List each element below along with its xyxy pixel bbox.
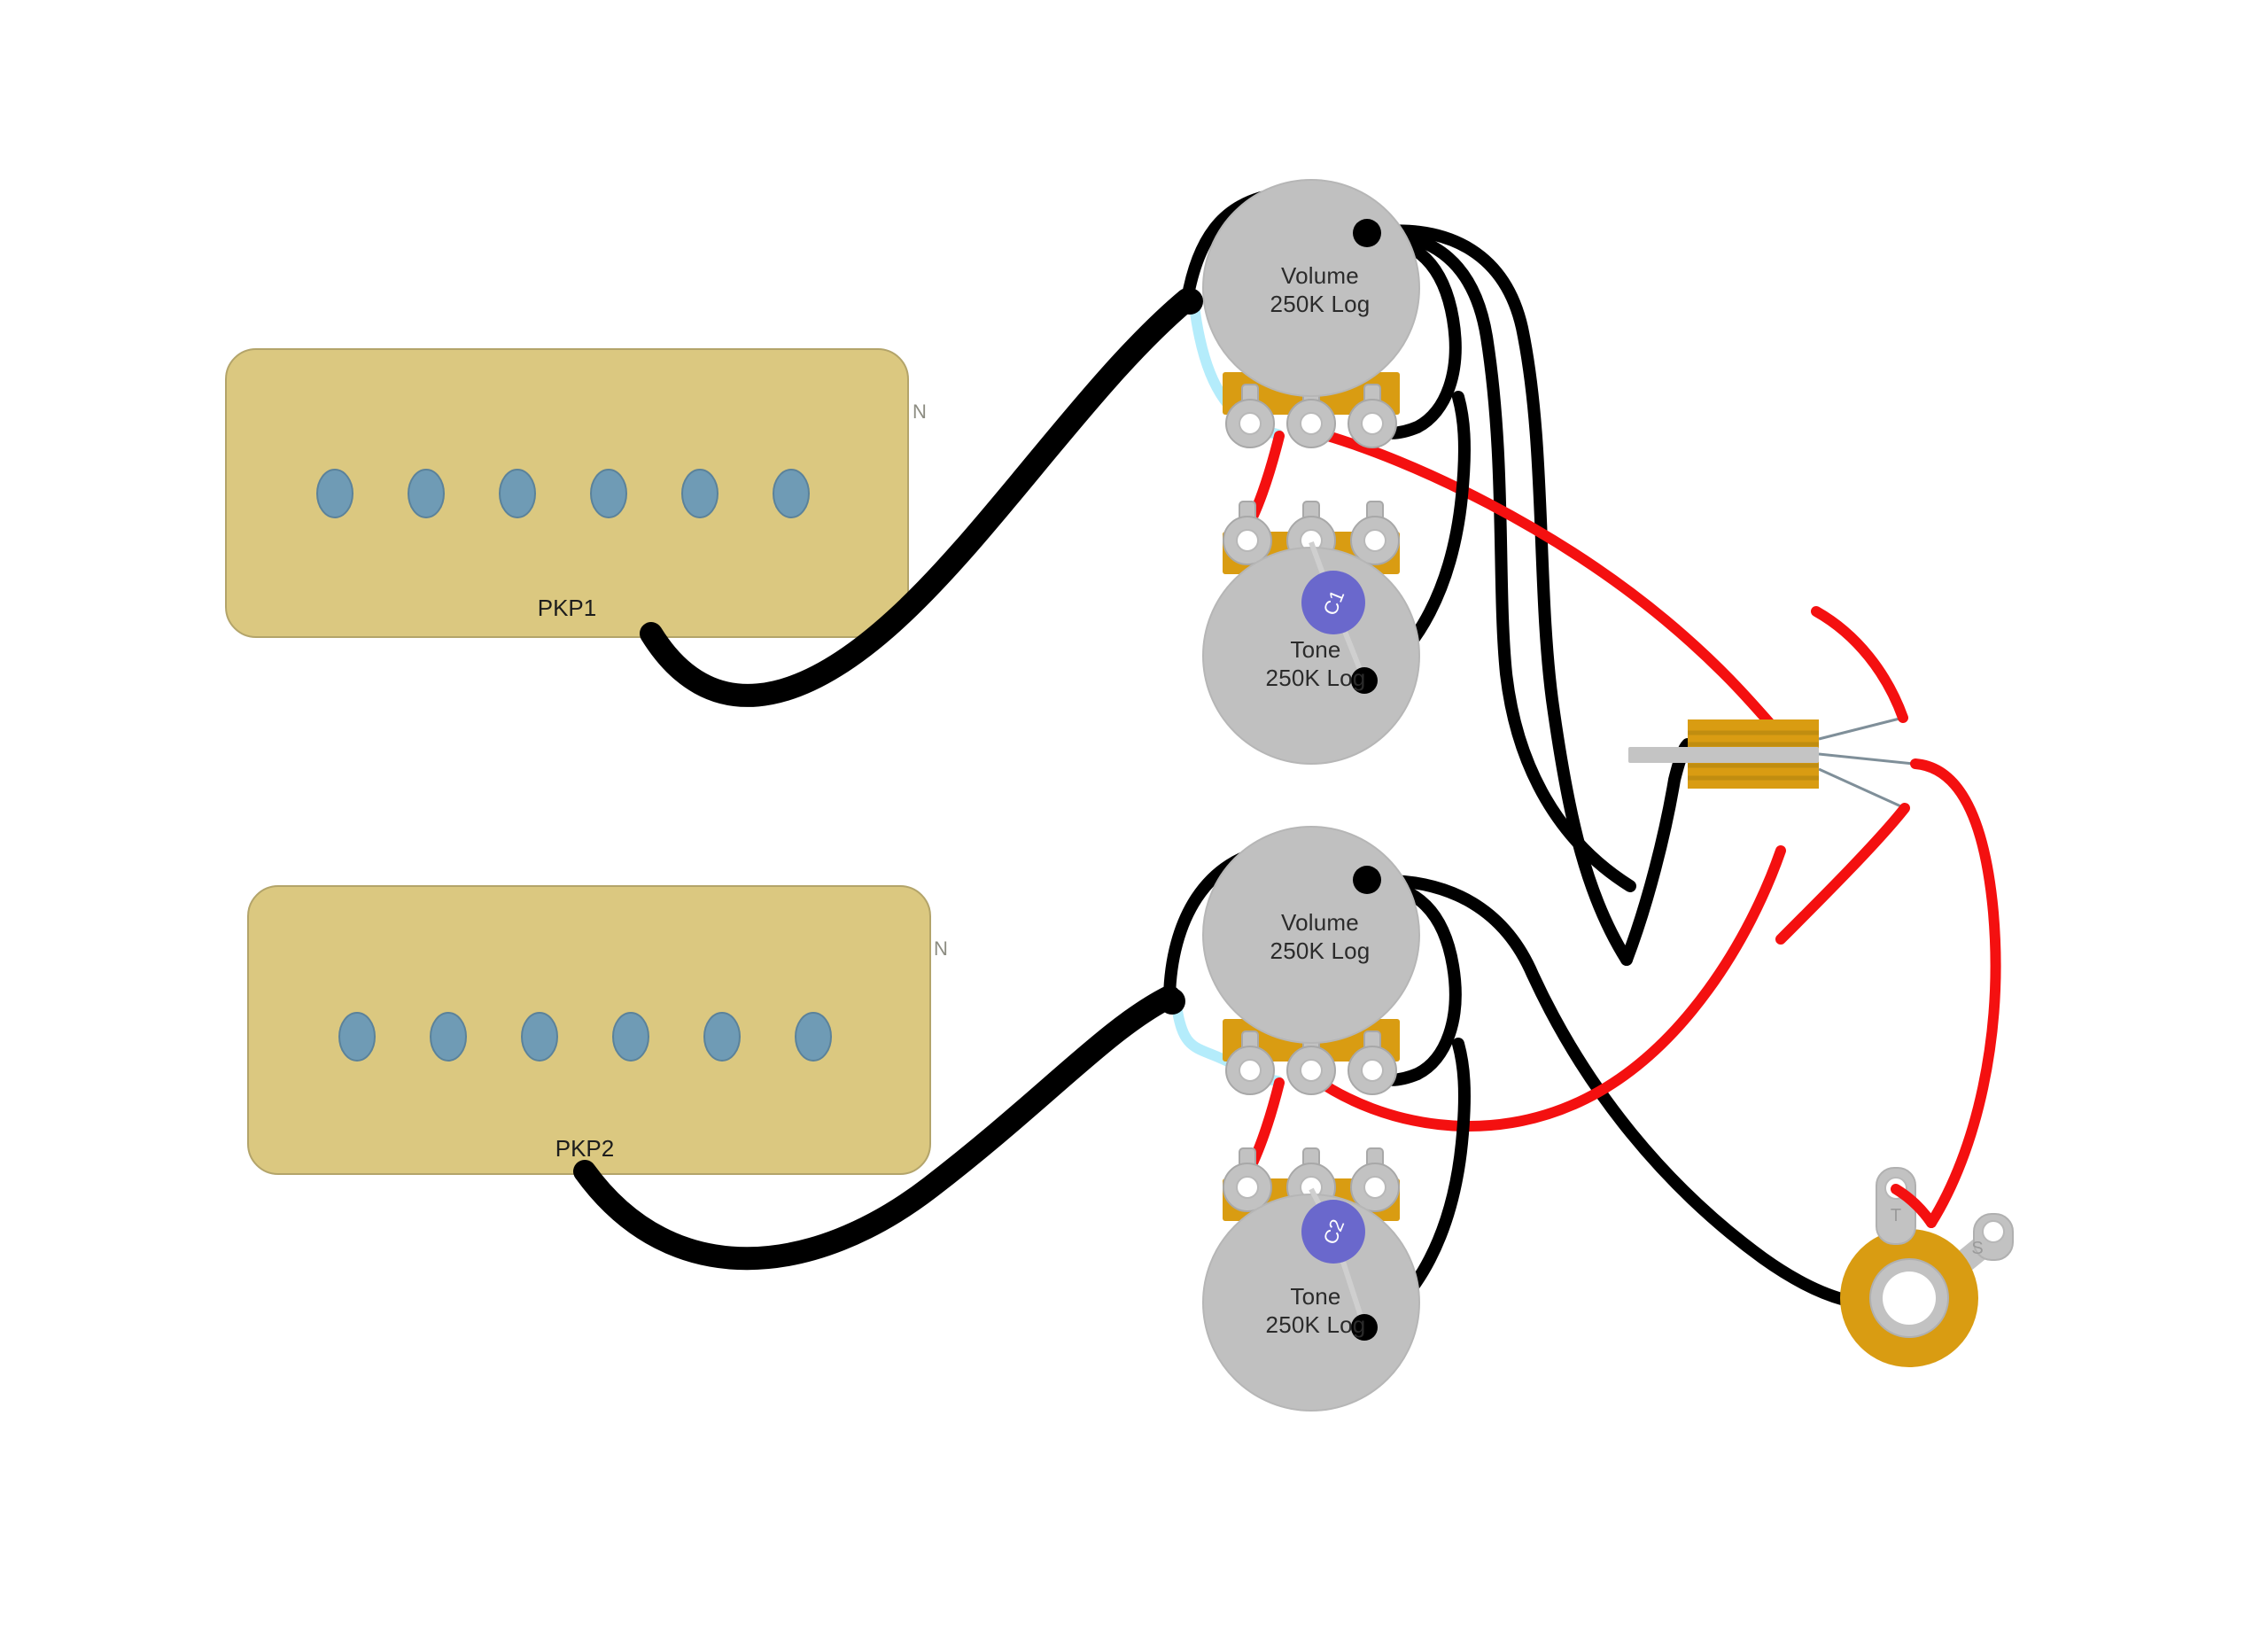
toggle-switch[interactable] bbox=[1628, 719, 1819, 789]
solder-joint-tone2 bbox=[1351, 1314, 1378, 1341]
pickup-pkp2[interactable]: PKP2 N bbox=[247, 885, 948, 1175]
pickup-polarity-marker-pkp1: N bbox=[913, 401, 927, 423]
solder-joint-tone1 bbox=[1351, 667, 1378, 694]
jack-hole bbox=[1883, 1272, 1936, 1325]
pickup-polarity-marker-pkp2: N bbox=[934, 937, 948, 960]
pot-lug-1[interactable] bbox=[1223, 1147, 1272, 1212]
pot-function-label: Volume bbox=[1281, 909, 1359, 936]
solder-joint-pkp2-braid bbox=[1159, 988, 1185, 1015]
pot-volume-2[interactable]: Volume 250K Log bbox=[1202, 826, 1420, 1095]
wire-pkp1-lead bbox=[640, 288, 1199, 707]
capacitor-c2[interactable] bbox=[1301, 1200, 1365, 1264]
wire-vol2-wiper-to-switch bbox=[1310, 845, 1786, 1132]
pot-value-label: 250K Log bbox=[1266, 1311, 1366, 1338]
output-jack[interactable]: T S bbox=[1840, 1167, 2014, 1367]
pickup-pkp1[interactable]: PKP1 N bbox=[225, 348, 927, 638]
jack-terminal-sleeve[interactable]: S bbox=[1971, 1213, 2014, 1261]
pot-value-label: 250K Log bbox=[1266, 665, 1366, 691]
pot-value-label: 250K Log bbox=[1270, 937, 1371, 964]
pot-function-label: Volume bbox=[1281, 262, 1359, 289]
switch-terminal-leads bbox=[1818, 716, 1915, 810]
pot-function-label: Tone bbox=[1290, 1283, 1340, 1310]
switch-ground-lug-bar[interactable] bbox=[1628, 747, 1819, 763]
wire-vol1-wiper-to-switch bbox=[1310, 427, 1784, 739]
solder-joint-vol2-top bbox=[1353, 866, 1381, 894]
pot-lug-3[interactable] bbox=[1350, 501, 1400, 565]
pot-tone-1[interactable]: C1 Tone 250K Log bbox=[1202, 501, 1420, 765]
wire-jack-tip-red bbox=[1891, 1184, 1937, 1228]
capacitor-c1[interactable] bbox=[1301, 571, 1365, 634]
solder-joint-pkp1-braid bbox=[1177, 288, 1203, 315]
wire-pkp2-lead bbox=[573, 985, 1181, 1271]
pot-function-label: Tone bbox=[1290, 636, 1340, 663]
pole-pieces bbox=[316, 469, 810, 518]
wire-ground-to-switch bbox=[1620, 738, 1694, 966]
pickup-label-pkp2: PKP2 bbox=[555, 1135, 615, 1162]
wire-vol2-ground-bus-b bbox=[1365, 874, 1911, 1311]
wire-switch-to-vol1 bbox=[1811, 606, 1908, 723]
jack-tip-label: T bbox=[1891, 1206, 1901, 1225]
wire-switch-to-jack-tip bbox=[1910, 758, 2001, 1228]
pickup-label-pkp1: PKP1 bbox=[538, 595, 597, 621]
pot-lug-3[interactable] bbox=[1350, 1147, 1400, 1212]
pot-tone-2[interactable]: C2 Tone 250K Log bbox=[1202, 1147, 1420, 1412]
pole-pieces bbox=[338, 1012, 832, 1062]
wire-switch-to-vol2 bbox=[1775, 803, 1910, 945]
pickup-cover bbox=[225, 348, 909, 638]
wire-vol1-ground-bus-b bbox=[1365, 227, 1636, 892]
jack-sleeve-label: S bbox=[1971, 1239, 1983, 1258]
jack-terminal-tip[interactable]: T bbox=[1876, 1167, 1916, 1245]
pot-value-label: 250K Log bbox=[1270, 291, 1371, 317]
pot-volume-1[interactable]: Volume 250K Log bbox=[1202, 179, 1420, 448]
solder-joint-vol1-top bbox=[1353, 219, 1381, 247]
pot-lug-1[interactable] bbox=[1223, 501, 1272, 565]
